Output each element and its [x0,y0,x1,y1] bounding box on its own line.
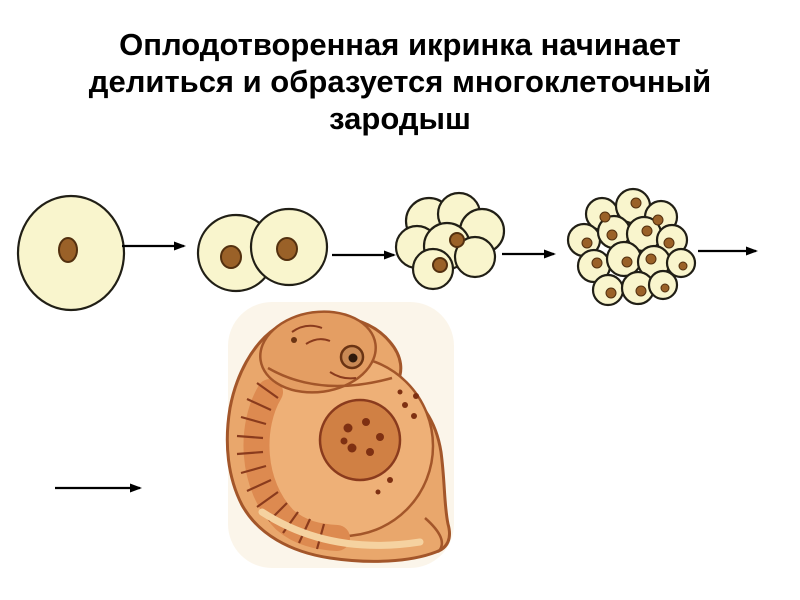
nucleus [449,232,465,248]
dot [397,389,403,395]
nucleus [660,283,670,293]
dot [362,418,370,426]
cell [411,247,455,291]
nucleus [678,261,688,271]
somite-line [240,415,267,426]
stage-two-cells [196,207,329,293]
nucleus [652,214,664,226]
tail-tip-line [424,517,444,553]
nucleus [635,285,647,297]
gill-arc-line [291,324,323,333]
gill-arcs [291,324,357,380]
slide-title: Оплодотворенная икринка начинает делитьс… [0,26,800,137]
dot [402,402,408,408]
dot [387,477,393,483]
disc-dots [340,389,419,495]
nostril-dot [291,337,297,343]
cell-stages [16,187,697,312]
cell [453,235,497,279]
dot [411,413,417,419]
stage-cleavage-cluster [394,191,506,291]
title-line-1: Оплодотворенная икринка начинает [119,27,681,62]
gill-arc-line [329,371,357,380]
somite-line [240,464,267,475]
somite-segments [236,382,326,550]
nucleus [599,211,611,223]
nucleus [645,253,657,265]
nucleus [663,237,675,249]
nucleus [58,237,78,263]
nucleus [591,257,603,269]
somite-line [246,398,272,411]
nucleus [606,229,618,241]
somite-line [256,491,279,508]
dot [376,433,384,441]
nucleus [220,245,242,269]
title-line-3: зародыш [329,101,471,136]
nucleus [630,197,642,209]
gill-arc-line [305,338,331,345]
dot [375,489,381,495]
dot [413,393,419,399]
embryo-eye [339,344,365,370]
embryo-head [259,310,377,394]
nucleus [605,287,617,299]
nucleus [641,225,653,237]
dot [340,437,348,445]
nucleus [581,237,593,249]
somite-line [236,434,264,440]
cell-nuclei [58,197,688,299]
head-yolk-boundary [267,366,393,388]
nucleus [432,257,448,273]
dot [343,423,353,433]
nucleus [621,256,633,268]
flow-arrows [55,241,758,493]
somite-line [282,511,299,534]
germinal-disc [318,398,402,482]
somite-line [236,450,264,456]
embryo-illustration [225,302,454,568]
dot [366,448,374,456]
somite-line [256,382,279,399]
somite-line [246,479,272,492]
nucleus [276,237,298,261]
title-line-2: делиться и образуется многоклеточный [88,64,712,99]
eye-pupil [348,353,358,363]
tail-highlight [258,508,424,549]
dot [347,443,357,453]
